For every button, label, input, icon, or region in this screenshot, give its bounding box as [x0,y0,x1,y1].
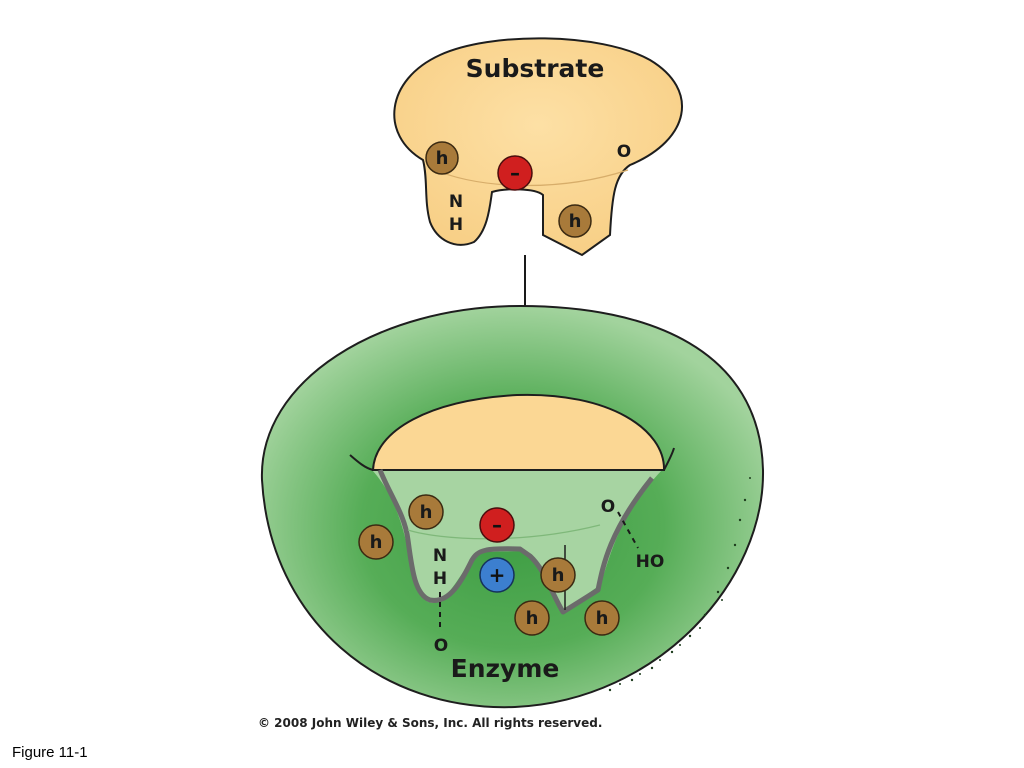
enzyme-hydrogen-label: H [433,569,447,589]
substrate-body [393,37,684,257]
enzyme-rim-left [349,454,374,471]
enzyme-positive-badge: + [479,557,515,593]
enzyme-hydrophobic-badge-outer: h [358,524,394,560]
enzyme-hydrophobic-badge-lower-right: h [584,600,620,636]
substrate-negative-badge: – [497,155,533,191]
hydrogen-bond-right [617,511,639,549]
bound-substrate-dome [371,393,666,471]
substrate-nitrogen-label: N [449,192,463,212]
enzyme-rim-right [663,447,675,471]
substrate-hydrophobic-badge-2: h [558,204,592,238]
enzyme-binding-pocket [372,470,662,610]
enzyme: h h – + h h h N H O O HO E [260,304,765,709]
svg-text:h: h [552,565,565,586]
enzyme-nitrogen-label: N [433,546,447,566]
copyright-notice: © 2008 John Wiley & Sons, Inc. All right… [258,716,603,730]
svg-text:h: h [596,608,609,629]
svg-text:+: + [489,563,506,587]
svg-text:h: h [436,148,449,169]
enzyme-hydrophobic-badge-substrate: h [408,494,444,530]
substrate-title: Substrate [466,54,605,83]
svg-text:h: h [420,502,433,523]
substrate-hydrophobic-badge-1: h [425,141,459,175]
enzyme-hydrophobic-badge-pocket: h [540,557,576,593]
svg-text:h: h [370,532,383,553]
enzyme-hydrophobic-badge-lower-left: h [514,600,550,636]
svg-text:h: h [569,211,582,232]
enzyme-negative-badge: – [479,507,515,543]
enzyme-title: Enzyme [451,654,560,683]
svg-text:h: h [526,608,539,629]
enzyme-stipple-texture [608,477,751,692]
figure-label: Figure 11-1 [12,744,88,761]
enzyme-hydroxyl-label: HO [636,552,665,572]
bound-substrate-outline [377,469,654,615]
substrate-hydrogen-label: H [449,215,463,235]
substrate-oxygen-label: O [617,142,631,162]
svg-text:–: – [492,513,502,537]
enzyme-oxygen-label-right: O [601,497,615,517]
enzyme-oxygen-label-left: O [434,636,448,656]
substrate: Substrate h – h O N H [393,37,684,257]
svg-text:–: – [510,161,520,185]
